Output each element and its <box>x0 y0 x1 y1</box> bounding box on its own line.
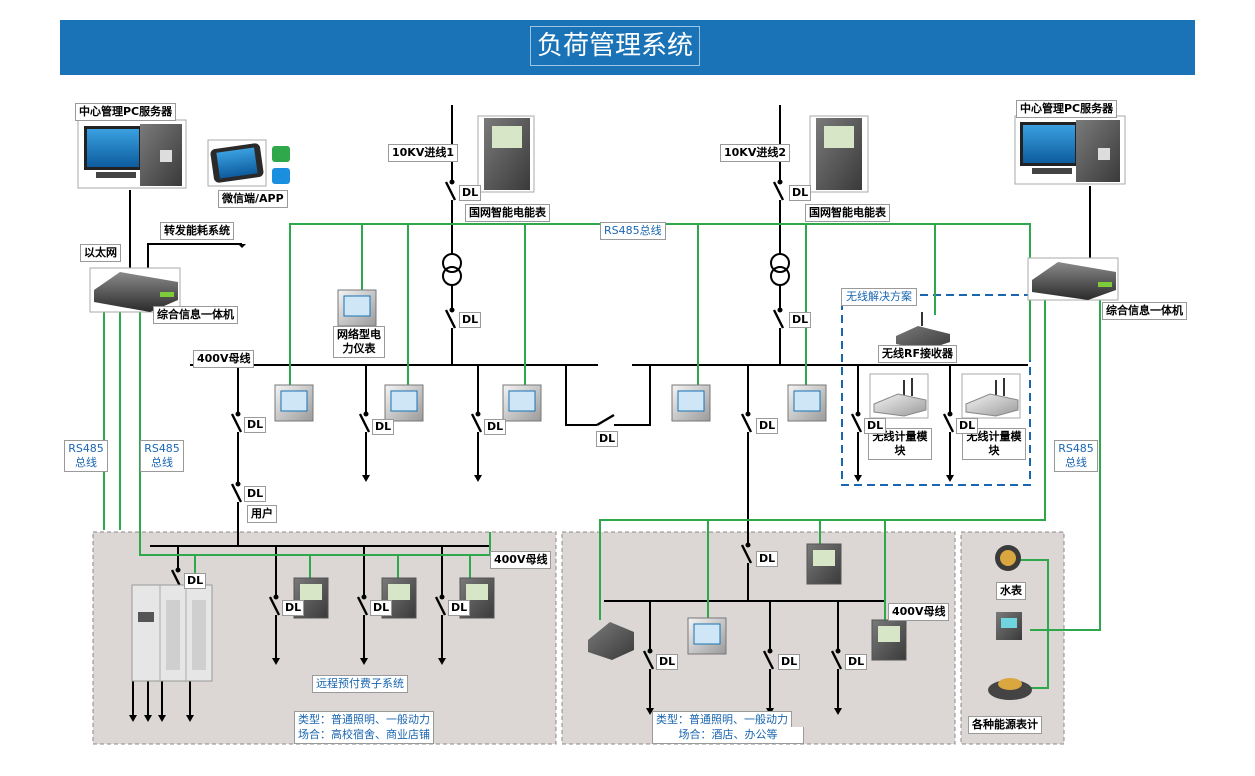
breaker-label: DL <box>244 486 267 502</box>
breaker-label: DL <box>244 417 267 433</box>
breaker-label: DL <box>370 600 393 616</box>
info-unit-label-left: 综合信息一体机 <box>153 306 238 324</box>
user-label: 用户 <box>247 505 277 523</box>
breaker-label: DL <box>459 312 482 328</box>
power-meter-icon <box>384 384 424 422</box>
energy-meters-label: 各种能源表计 <box>968 716 1042 734</box>
flow-meter-icon <box>996 612 1022 640</box>
power-meter-icon <box>274 384 314 422</box>
wireless-solution-label: 无线解决方案 <box>841 288 917 306</box>
breaker-label: DL <box>956 418 979 434</box>
black-wiring <box>129 105 1091 715</box>
wireless-module-icon <box>961 373 1021 419</box>
breaker-label: DL <box>789 312 812 328</box>
breaker-label: DL <box>656 654 679 670</box>
bus-400v-mid-label: 400V母线 <box>888 603 950 621</box>
smart-energy-meter-icon <box>477 115 535 193</box>
rs485-bus-top-label: RS485总线 <box>600 222 666 240</box>
left-type-label: 类型：普通照明、一般动力 <box>294 711 434 728</box>
smart-meter-label-2: 国网智能电能表 <box>805 204 890 222</box>
ethernet-label: 以太网 <box>80 244 121 262</box>
network-meter-label: 网络型电力仪表 <box>333 326 385 358</box>
rf-receiver-icon <box>896 312 950 350</box>
rs485-right-label: RS485 总线 <box>1054 440 1098 472</box>
info-unit-label-right: 综合信息一体机 <box>1102 302 1187 320</box>
breaker-label: DL <box>484 419 507 435</box>
breaker-label: DL <box>372 419 395 435</box>
power-meter-icon <box>687 617 727 655</box>
smart-energy-meter-icon <box>809 115 869 193</box>
power-meter-icon <box>787 384 827 422</box>
pc-server-label-left: 中心管理PC服务器 <box>75 103 177 121</box>
gateway-icon <box>588 622 634 660</box>
info-integrated-unit-icon <box>89 267 181 313</box>
smartphone-icon <box>207 139 267 187</box>
pc-server-icon <box>77 119 187 189</box>
breaker-label: DL <box>596 431 619 447</box>
power-meter-icon <box>337 289 377 327</box>
breaker-label: DL <box>184 573 207 589</box>
transformer-icon <box>442 253 790 286</box>
breaker-label: DL <box>756 551 779 567</box>
breaker-dots <box>175 179 953 654</box>
prepaid-meter-icon <box>871 619 907 661</box>
breaker-label: DL <box>756 418 779 434</box>
breaker-label: DL <box>448 600 471 616</box>
incoming-line-2-label: 10KV进线2 <box>720 144 790 162</box>
wechat-app-label: 微信端/APP <box>218 190 288 208</box>
pc-server-icon <box>1014 115 1126 185</box>
rs485-left-label-2: RS485 总线 <box>140 440 184 472</box>
water-meter-icon <box>995 545 1021 571</box>
breaker-label: DL <box>789 185 812 201</box>
wireless-module-label-2: 无线计量模块 <box>962 428 1026 460</box>
smart-meter-label-1: 国网智能电能表 <box>465 204 550 222</box>
prepaid-meter-icon <box>806 543 842 585</box>
mid-type-label: 类型：普通照明、一般动力 <box>652 711 792 728</box>
heat-meter-icon <box>988 678 1032 700</box>
breaker-label: DL <box>282 600 305 616</box>
power-meter-icon <box>671 384 711 422</box>
wireless-module-icon <box>869 373 929 419</box>
breaker-label: DL <box>845 654 868 670</box>
prepaid-system-label: 远程预付费子系统 <box>312 675 408 693</box>
left-place-label: 场合：高校宿舍、商业店铺 <box>294 727 434 744</box>
page-title: 负荷管理系统 <box>530 26 701 66</box>
distribution-cabinet-icon <box>131 584 213 682</box>
rf-receiver-label: 无线RF接收器 <box>878 345 957 363</box>
breakers <box>170 181 955 670</box>
prepaid-meter-icon <box>459 577 495 619</box>
breaker-label: DL <box>459 185 482 201</box>
wechat-icon <box>272 146 290 162</box>
alipay-icon <box>272 168 290 184</box>
bus-400v-left-label: 400V母线 <box>490 551 552 569</box>
bus-400v-main-label: 400V母线 <box>193 350 255 368</box>
breaker-label: DL <box>864 418 887 434</box>
info-integrated-unit-icon <box>1027 257 1119 301</box>
power-meter-icon <box>502 384 542 422</box>
incoming-line-1-label: 10KV进线1 <box>388 144 458 162</box>
rs485-left-label-1: RS485 总线 <box>64 440 108 472</box>
forward-energy-label: 转发能耗系统 <box>160 222 234 240</box>
pc-server-label-right: 中心管理PC服务器 <box>1016 100 1118 118</box>
breaker-label: DL <box>778 654 801 670</box>
water-meter-label: 水表 <box>996 582 1026 600</box>
mid-place-label: 场合：酒店、办公等 <box>652 727 804 744</box>
